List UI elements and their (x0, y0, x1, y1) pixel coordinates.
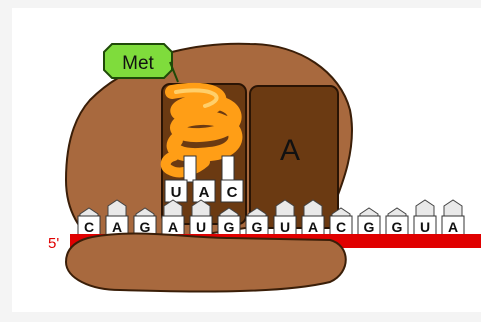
met-label: Met (122, 53, 154, 74)
mrna-base-label: G (224, 219, 235, 235)
trna-molecule (160, 82, 243, 183)
frame-bottom (0, 312, 481, 322)
mrna-base-label: A (112, 219, 122, 235)
mrna-base: G (217, 207, 241, 237)
mrna-base: G (357, 207, 381, 237)
mrna-base: U (413, 199, 437, 237)
mrna-base: U (189, 199, 213, 237)
anticodon: U A C (164, 179, 244, 203)
mrna-base-label: A (308, 219, 318, 235)
met-amino-acid: Met (103, 43, 179, 83)
mrna-base-label: G (252, 219, 263, 235)
mrna-base: A (161, 199, 185, 237)
mrna-base-label: A (448, 219, 458, 235)
anticodon-base-3: C (227, 184, 238, 201)
anticodon-base-1: U (171, 184, 182, 201)
mrna-base: G (245, 207, 269, 237)
a-site-label: A (280, 134, 300, 167)
frame-left (0, 0, 12, 322)
mrna-base: C (329, 207, 353, 237)
mrna-base: A (301, 199, 325, 237)
mrna-base-label: G (392, 219, 403, 235)
mrna-base-label: C (84, 219, 94, 235)
mrna-base-label: G (364, 219, 375, 235)
mrna-base-label: C (336, 219, 346, 235)
anticodon-base-2: A (199, 184, 210, 201)
mrna-base-label: A (168, 219, 178, 235)
mrna-base-label: G (140, 219, 151, 235)
mrna-base: A (441, 199, 465, 237)
mrna-base: G (133, 207, 157, 237)
mrna-base-label: U (280, 219, 290, 235)
mrna-base-label: U (196, 219, 206, 235)
mrna-5-prime-label: 5' (48, 235, 59, 252)
mrna-base: G (385, 207, 409, 237)
mrna-base: A (105, 199, 129, 237)
frame-top (0, 0, 481, 8)
ribosome-small-subunit (64, 232, 347, 293)
mrna-base: C (77, 207, 101, 237)
mrna-base: U (273, 199, 297, 237)
mrna-base-label: U (420, 219, 430, 235)
